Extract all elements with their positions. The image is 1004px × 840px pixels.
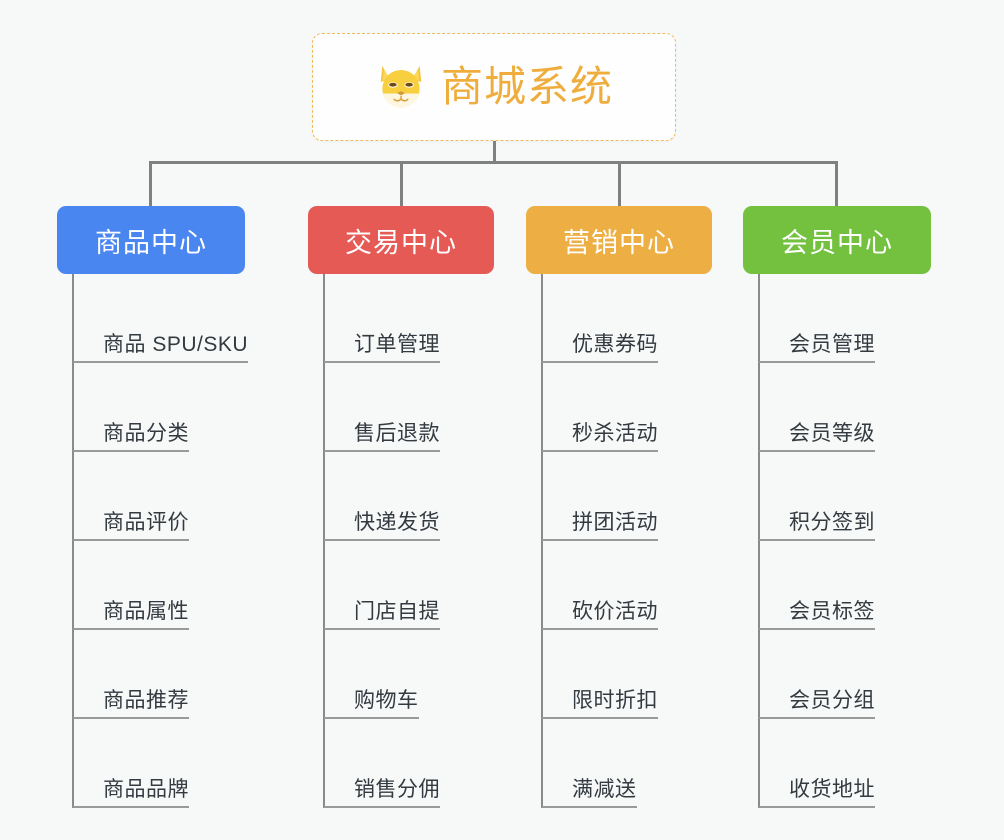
- category-box-0[interactable]: 商品中心: [57, 206, 245, 274]
- dog-face-icon: [380, 65, 422, 108]
- leaf-item[interactable]: 积分签到: [743, 452, 943, 541]
- leaf-label: 满减送: [542, 778, 637, 808]
- leaf-label: 会员管理: [759, 333, 875, 363]
- category-column-营销中心: 营销中心 优惠券码 秒杀活动 拼团活动 砍价活动 限时折扣 满减送: [526, 206, 726, 808]
- leaf-item[interactable]: 限时折扣: [526, 630, 726, 719]
- leaf-label: 积分签到: [759, 511, 875, 541]
- leaf-label: 限时折扣: [542, 689, 658, 719]
- connector-drop-category-3: [835, 161, 838, 208]
- leaf-trunk-1: [323, 274, 325, 808]
- leaf-label: 秒杀活动: [542, 422, 658, 452]
- leaf-item[interactable]: 购物车: [308, 630, 508, 719]
- leaf-item[interactable]: 满减送: [526, 719, 726, 808]
- leaf-label: 会员等级: [759, 422, 875, 452]
- leaf-label: 收货地址: [759, 778, 875, 808]
- leaf-label: 商品属性: [73, 600, 189, 630]
- leaf-item[interactable]: 会员等级: [743, 363, 943, 452]
- leaf-item[interactable]: 收货地址: [743, 719, 943, 808]
- category-box-1[interactable]: 交易中心: [308, 206, 494, 274]
- leaf-list-0: 商品 SPU/SKU 商品分类 商品评价 商品属性 商品推荐 商品品牌: [57, 274, 257, 808]
- connector-drop-category-0: [149, 161, 152, 208]
- leaf-item[interactable]: 商品属性: [57, 541, 257, 630]
- leaf-label: 拼团活动: [542, 511, 658, 541]
- leaf-label: 门店自提: [324, 600, 440, 630]
- leaf-label: 销售分佣: [324, 778, 440, 808]
- connector-root-stem: [493, 141, 496, 163]
- leaf-label: 会员标签: [759, 600, 875, 630]
- leaf-item[interactable]: 优惠券码: [526, 274, 726, 363]
- leaf-label: 会员分组: [759, 689, 875, 719]
- category-label-2: 营销中心: [563, 227, 675, 258]
- leaf-list-1: 订单管理 售后退款 快递发货 门店自提 购物车 销售分佣: [308, 274, 508, 808]
- category-column-会员中心: 会员中心 会员管理 会员等级 积分签到 会员标签 会员分组 收货地址: [743, 206, 943, 808]
- leaf-item[interactable]: 售后退款: [308, 363, 508, 452]
- category-column-商品中心: 商品中心 商品 SPU/SKU 商品分类 商品评价 商品属性 商品推荐 商品品牌: [57, 206, 257, 808]
- leaf-label: 商品推荐: [73, 689, 189, 719]
- leaf-label: 商品品牌: [73, 778, 189, 808]
- leaf-item[interactable]: 订单管理: [308, 274, 508, 363]
- category-box-2[interactable]: 营销中心: [526, 206, 712, 274]
- leaf-trunk-2: [541, 274, 543, 808]
- leaf-trunk-3: [758, 274, 760, 808]
- category-box-3[interactable]: 会员中心: [743, 206, 931, 274]
- leaf-label: 购物车: [324, 689, 419, 719]
- category-label-3: 会员中心: [781, 227, 893, 258]
- leaf-label: 砍价活动: [542, 600, 658, 630]
- leaf-item[interactable]: 门店自提: [308, 541, 508, 630]
- category-column-交易中心: 交易中心 订单管理 售后退款 快递发货 门店自提 购物车 销售分佣: [308, 206, 508, 808]
- leaf-list-3: 会员管理 会员等级 积分签到 会员标签 会员分组 收货地址: [743, 274, 943, 808]
- connector-drop-category-2: [618, 161, 621, 208]
- leaf-list-2: 优惠券码 秒杀活动 拼团活动 砍价活动 限时折扣 满减送: [526, 274, 726, 808]
- leaf-item[interactable]: 会员管理: [743, 274, 943, 363]
- leaf-item[interactable]: 快递发货: [308, 452, 508, 541]
- root-node[interactable]: 商城系统: [312, 33, 676, 141]
- leaf-item[interactable]: 商品 SPU/SKU: [57, 274, 257, 363]
- leaf-item[interactable]: 秒杀活动: [526, 363, 726, 452]
- leaf-label: 商品分类: [73, 422, 189, 452]
- leaf-item[interactable]: 拼团活动: [526, 452, 726, 541]
- leaf-label: 商品评价: [73, 511, 189, 541]
- leaf-item[interactable]: 商品推荐: [57, 630, 257, 719]
- leaf-item[interactable]: 商品分类: [57, 363, 257, 452]
- connector-drop-category-1: [400, 161, 403, 208]
- leaf-item[interactable]: 砍价活动: [526, 541, 726, 630]
- leaf-trunk-0: [72, 274, 74, 808]
- root-title: 商城系统: [440, 63, 613, 110]
- leaf-item[interactable]: 会员标签: [743, 541, 943, 630]
- leaf-item[interactable]: 会员分组: [743, 630, 943, 719]
- leaf-label: 优惠券码: [542, 333, 658, 363]
- leaf-label: 订单管理: [324, 333, 440, 363]
- leaf-label: 商品 SPU/SKU: [73, 333, 249, 363]
- category-label-0: 商品中心: [95, 227, 207, 258]
- leaf-item[interactable]: 商品品牌: [57, 719, 257, 808]
- leaf-item[interactable]: 销售分佣: [308, 719, 508, 808]
- leaf-item[interactable]: 商品评价: [57, 452, 257, 541]
- category-label-1: 交易中心: [345, 227, 457, 258]
- leaf-label: 快递发货: [324, 511, 440, 541]
- leaf-label: 售后退款: [324, 422, 440, 452]
- connector-horizontal-bus: [150, 161, 838, 164]
